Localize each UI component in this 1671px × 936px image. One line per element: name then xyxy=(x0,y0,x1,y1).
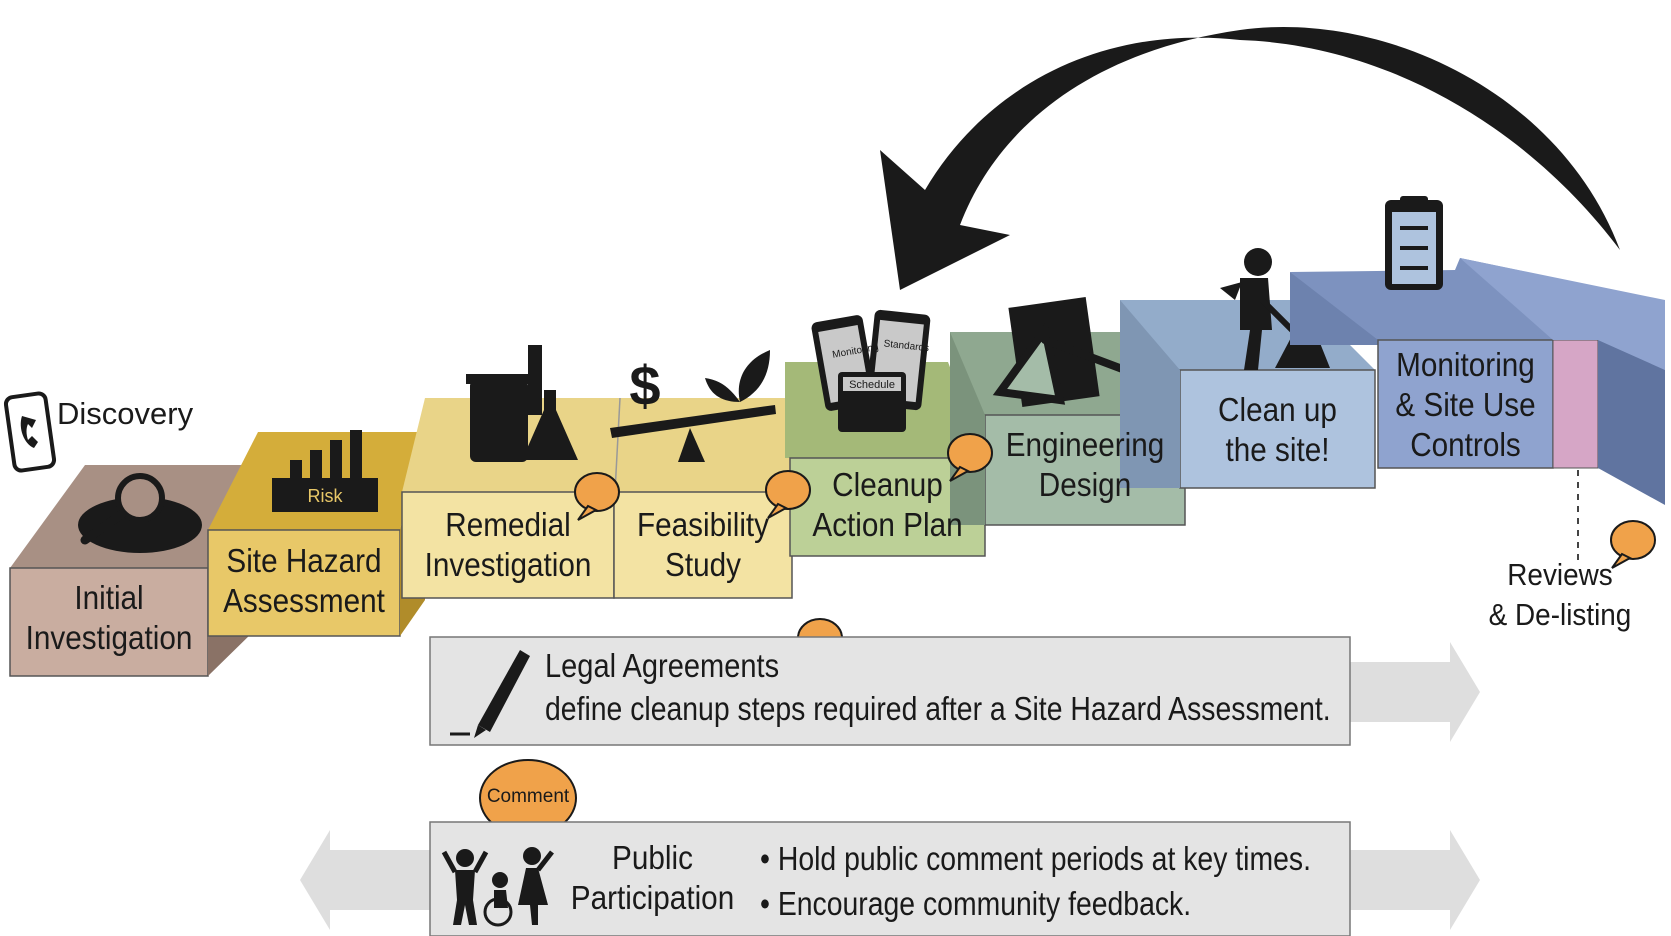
step-initial-investigation xyxy=(9,465,255,677)
public-bullet-1: • Hold public comment periods at key tim… xyxy=(760,840,1311,877)
public-participation-banner xyxy=(300,821,1480,936)
magnifier-icon xyxy=(78,497,202,553)
comment-bubble-icon xyxy=(765,470,811,519)
phone-icon xyxy=(3,391,57,473)
cost-benefit-scale-icon: $ xyxy=(610,350,776,462)
legal-agreements-title: Legal Agreements xyxy=(545,647,780,684)
risk-meter-icon: Risk xyxy=(272,430,378,512)
checklist-icon xyxy=(1385,196,1443,290)
comment-bubble-icon xyxy=(574,472,620,521)
people-icon xyxy=(441,847,554,927)
lab-glassware-icon xyxy=(466,345,578,462)
return-arrow-icon xyxy=(880,26,1620,291)
drafting-icon xyxy=(992,297,1129,407)
pen-icon xyxy=(450,650,530,738)
step-remedial-feasibility: $ xyxy=(401,345,793,599)
legal-agreements-text: define cleanup steps required after a Si… xyxy=(545,690,1331,727)
step-monitoring xyxy=(1290,196,1665,560)
public-bullet-2: • Encourage community feedback. xyxy=(760,885,1192,922)
reviews-delisting-label: Reviews& De-listing xyxy=(1488,557,1632,632)
clipboards-icon: Monitoring Standards Schedule xyxy=(811,309,931,432)
comment-bubble-label: Comment xyxy=(486,786,570,807)
step-clean-up-site xyxy=(1120,248,1376,489)
comment-bubble-icon xyxy=(947,433,993,482)
svg-text:$: $ xyxy=(629,354,660,417)
risk-label: Risk xyxy=(308,486,344,506)
comment-bubble-icon xyxy=(1610,520,1656,569)
svg-text:Standards: Standards xyxy=(883,338,929,354)
legal-agreements-banner xyxy=(429,636,1480,746)
svg-text:Schedule: Schedule xyxy=(849,379,895,391)
